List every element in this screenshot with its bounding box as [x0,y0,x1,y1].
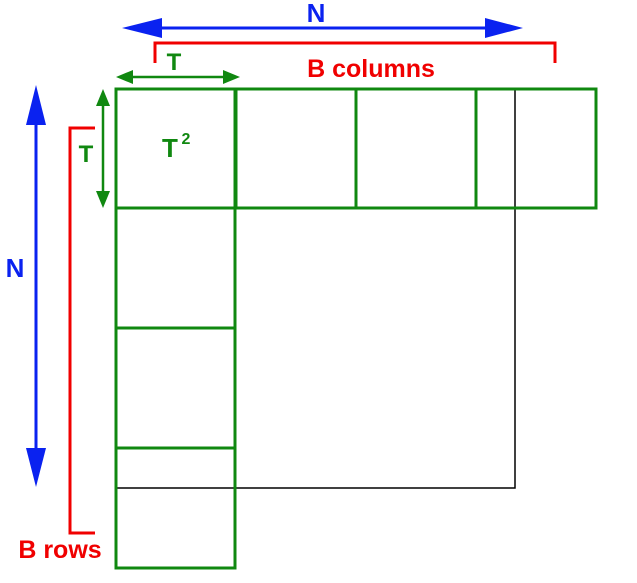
t-squared-base-label: T [162,133,178,163]
t-vertical-arrow [96,89,110,208]
t-horizontal-label: T [167,49,182,76]
n-top-label: N [307,0,326,28]
n-left-label: N [6,253,25,283]
n-vertical-arrow [26,85,46,487]
b-rows-bracket [68,126,95,535]
b-columns-bracket [153,41,557,63]
b-rows-label: B rows [18,536,101,564]
tile-row [114,87,598,210]
n-horizontal-arrow [122,18,523,38]
tile-column [114,87,237,570]
t-horizontal-arrow [116,70,240,84]
t-squared-exponent-label: 2 [182,131,191,148]
b-columns-label: B columns [307,55,435,83]
t-vertical-label: T [79,141,94,168]
